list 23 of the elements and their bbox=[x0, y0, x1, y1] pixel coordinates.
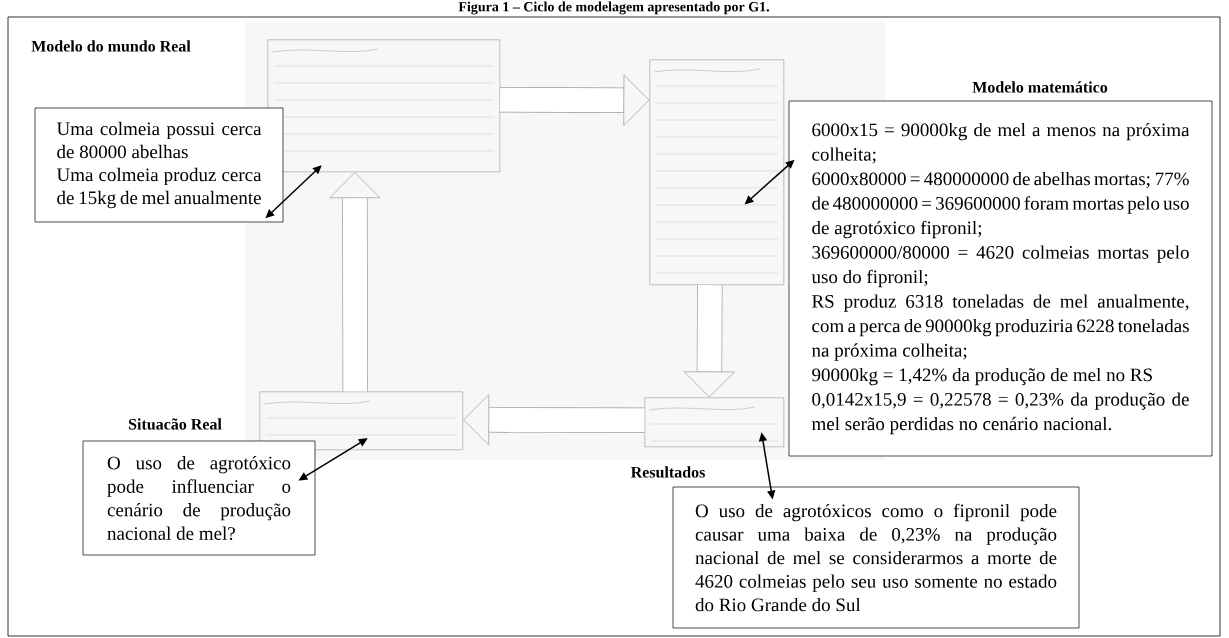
handwritten-card-drawing bbox=[259, 391, 464, 451]
section-heading: Modelo matemático bbox=[972, 81, 1108, 93]
node-label: 90000kg = 1,42% da produção de mel no RS bbox=[812, 367, 1152, 386]
text-box: O uso de agrotóxico pode influenciar o cenário de produção nacional de mel? bbox=[82, 440, 316, 556]
node-label: 0,0142x15,9 = 0,22578 = 0,23% da produção de mel serão perdidas no cenário nacional. bbox=[811, 392, 1189, 435]
handwritten-card-drawing bbox=[644, 397, 785, 448]
text-box: O uso de agrotóxicos como o fipronil pode causar uma baixa de 0,23% na produção nacional de mel se considerarmos a morte de 4620 colmeias pelo seu uso somente no estado do Rio Grande do Sul bbox=[672, 486, 1080, 629]
handwritten-card-drawing bbox=[649, 59, 785, 286]
section-heading: Modelo do mundo Real bbox=[31, 40, 191, 52]
node-label: 6000x15 = 90000kg de mel a menos na próxima colheita; bbox=[812, 122, 1190, 164]
figure-title: Figura 1 – Ciclo de modelagem apresentado por G1. bbox=[458, 1, 769, 15]
section-heading: Resultados bbox=[630, 466, 705, 478]
block-arrow bbox=[329, 172, 381, 392]
node-label: RS produz 6318 toneladas de mel anualmente, com a perca de 90000kg produziria 6228 toneladas na próxima colheita; bbox=[811, 294, 1189, 361]
node-label: 6000x80000 = 480000000 de abelhas mortas; 77% de 480000000 = 369600000 foram mortas pelo uso de agrotóxico fipronil; bbox=[812, 171, 1189, 239]
node-label: 369600000/80000 = 4620 colmeias mortas pelo uso do fipronil; bbox=[811, 245, 1189, 288]
block-arrow bbox=[500, 74, 650, 126]
block-arrow bbox=[683, 285, 735, 398]
section-heading: Situacão Real bbox=[128, 418, 222, 430]
block-arrow bbox=[463, 394, 645, 446]
text-box: Uma colmeia possui cerca de 80000 abelhas Uma colmeia produz cerca de 15kg de mel anualmente bbox=[34, 107, 284, 223]
handwritten-card-drawing bbox=[267, 39, 501, 173]
text-box: 6000x15 = 90000kg de mel a menos na próxima colheita; 6000x80000 = 480000000 de abelhas mortas; 77% de 480000000 = 369600000 foram mortas pelo uso de agrotóxico fipronil; 369600000/80000 = 4620 colmeias mortas pelo uso do fipronil; RS produz 6318 toneladas de mel anualmente, com a perca de 90000kg produziria 6228 toneladas na próxima colheita; 90000kg = 1,42% da produção de mel no RS 0,0142x15,9 = 0,22578 = 0,23% da produção de mel serão perdidas no cenário nacional. bbox=[788, 100, 1213, 457]
